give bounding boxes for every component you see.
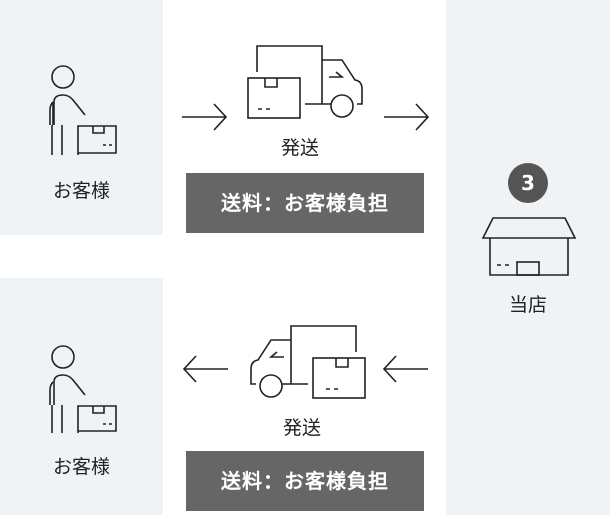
store-building-icon — [481, 217, 577, 276]
shipping-label-bottom: 発送 — [282, 417, 321, 439]
customer-label-top: お客様 — [52, 180, 110, 202]
shipping-fee-badge-bottom: 送料：お客様負担 — [186, 451, 424, 511]
store-label: 当店 — [508, 294, 547, 316]
step-number-badge: 3 — [508, 163, 548, 203]
shipping-fee-badge-top: 送料：お客様負担 — [186, 173, 424, 233]
arrow-left-icon — [382, 355, 428, 383]
store-panel — [446, 0, 610, 515]
arrow-left-icon — [182, 355, 228, 383]
customer-panel-bottom — [0, 278, 163, 515]
shipping-label-top: 発送 — [280, 137, 319, 159]
customer-panel-top — [0, 0, 163, 235]
person-with-box-icon — [49, 345, 117, 433]
arrow-right-icon — [384, 103, 430, 131]
person-with-box-icon — [49, 65, 117, 155]
customer-label-bottom: お客様 — [52, 456, 110, 478]
delivery-truck-icon — [247, 45, 363, 119]
delivery-truck-icon — [250, 325, 366, 399]
arrow-right-icon — [182, 103, 228, 131]
